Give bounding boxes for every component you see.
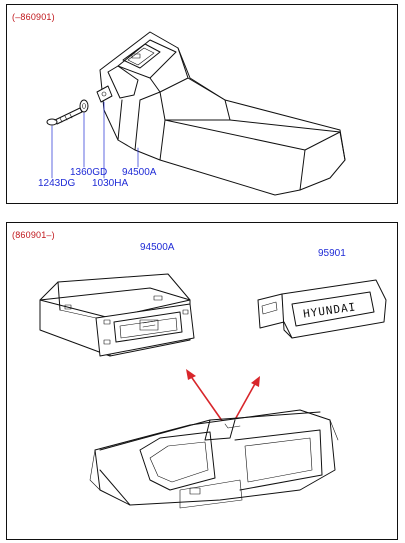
digital-clock-unit (39, 273, 195, 357)
blank-cover-plate (257, 279, 387, 339)
part-label-95901: 95901 (318, 248, 346, 259)
top-panel-range: (–860901) (12, 12, 55, 22)
bottom-panel-range: (860901–) (12, 230, 55, 240)
install-location-arrows (186, 369, 260, 426)
clip-1030HA (96, 85, 113, 103)
part-label-94500A-bottom: 94500A (140, 242, 175, 253)
console-housing-top (99, 31, 346, 196)
dashboard-outline (89, 409, 339, 509)
part-label-1030HA: 1030HA (92, 178, 129, 189)
washer-1360GD (79, 99, 89, 113)
part-label-1360GD: 1360GD (70, 167, 108, 178)
part-label-94500A-top: 94500A (122, 167, 157, 178)
part-label-1243DG: 1243DG (38, 178, 76, 189)
